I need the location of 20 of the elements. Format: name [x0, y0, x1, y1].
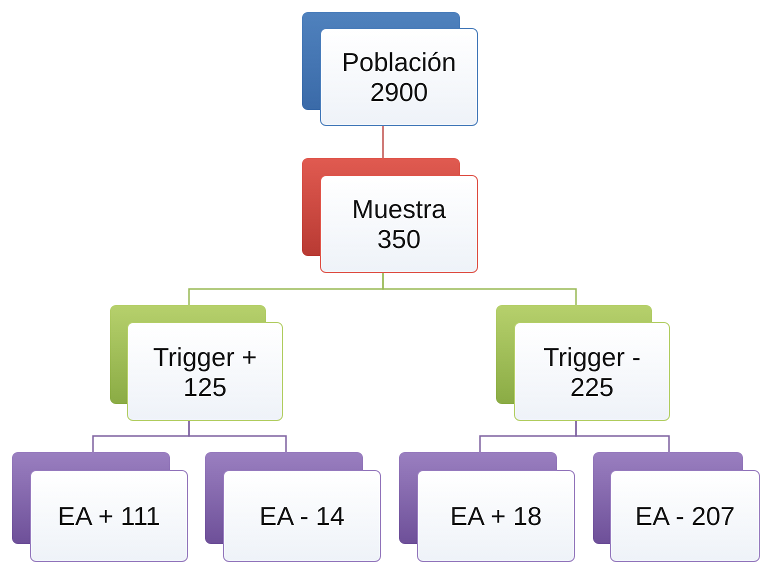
node-box: EA + 18 — [417, 470, 575, 562]
connector-line — [382, 273, 577, 305]
node-box: EA + 111 — [30, 470, 188, 562]
node-box: EA - 207 — [610, 470, 760, 562]
node-box: Población 2900 — [320, 28, 478, 126]
connector-line — [188, 421, 287, 452]
connector-line — [575, 421, 670, 452]
org-chart-node — [110, 305, 283, 421]
org-chart-node — [496, 305, 670, 421]
node-box: Trigger - 225 — [514, 322, 670, 421]
org-chart-node — [593, 452, 760, 562]
org-chart-node — [302, 158, 478, 273]
org-chart-node — [12, 452, 188, 562]
org-chart-node — [399, 452, 575, 562]
node-box: Muestra 350 — [320, 175, 478, 273]
org-chart-node — [302, 12, 478, 126]
node-box: EA - 14 — [223, 470, 381, 562]
connector-line — [382, 126, 384, 158]
org-chart-node — [205, 452, 381, 562]
node-box: Trigger + 125 — [127, 322, 283, 421]
